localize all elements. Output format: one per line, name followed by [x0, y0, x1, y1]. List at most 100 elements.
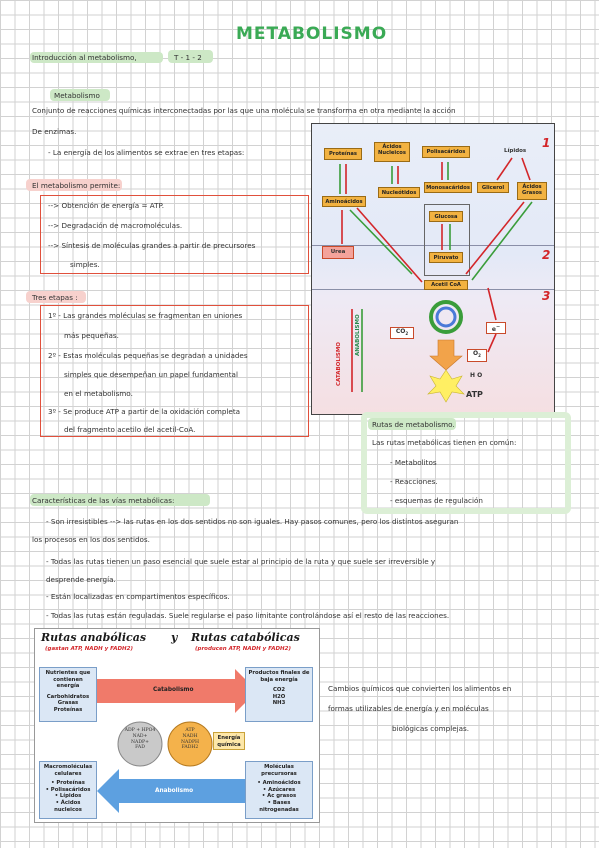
electron-label: e: [491, 326, 496, 333]
rutas-box: [361, 412, 571, 514]
etapa-line-7: del fragmento acetilo del acetil-CoA.: [64, 425, 196, 434]
label-catabolismo-diagram: Catabolismo: [153, 687, 194, 693]
rutas-item-2: - Reacciones.: [390, 477, 438, 486]
etapa-line-2: más pequeñas.: [64, 331, 119, 340]
box-glucosa: Glucosa: [429, 211, 463, 222]
cambios-line-1: Cambios químicos que convierten los alim…: [328, 684, 512, 693]
precursoras-items: • Aminoácidos • Azúcares • Ac grasos • B…: [257, 780, 301, 813]
metabolic-map: 1 2 3 Proteínas Ácidos Nucleicos Polisac…: [311, 123, 555, 415]
metabolismo-heading: Metabolismo: [54, 91, 100, 100]
label-h2o: H O: [470, 372, 483, 379]
intro-highlight: [30, 52, 163, 63]
label-anabolismo-diagram: Anabolismo: [155, 788, 194, 794]
arrow-red: [521, 157, 531, 181]
rutas-item-3: - esquemas de regulación: [390, 496, 483, 505]
diagram-title-left: Rutas anabólicas: [41, 631, 147, 644]
krebs-cycle-outer: [429, 300, 463, 334]
label-atp: ATP: [466, 390, 483, 399]
etapa-line-1: 1º - Las grandes moléculas se fragmentan…: [48, 311, 243, 320]
caracteristica-line-3: - Todas las rutas tienen un paso esencia…: [46, 557, 436, 566]
stage-separator-1: [312, 245, 554, 246]
low-energy-circle: [117, 721, 163, 767]
cambios-line-3: biológicas complejas.: [392, 724, 470, 733]
caracteristica-line-2: los procesos en los dos sentidos.: [32, 535, 150, 544]
box-acidos-nucleicos: Ácidos Nucleicos: [374, 142, 410, 162]
diagram-subtitle-left: (gastan ATP, NADH y FADH2): [45, 646, 133, 652]
anabolismo-arrow: [97, 769, 257, 813]
nutrientes-items: Carbohidratos Grasas Proteínas: [46, 693, 90, 713]
diagram-title-right: Rutas catabólicas: [191, 631, 300, 644]
macro-items: • Proteínas • Polisacáridos • Lípidos • …: [45, 780, 91, 813]
arrow-red: [356, 207, 423, 283]
intro-label: Introducción al metabolismo,: [32, 53, 137, 62]
box-productos: Productos finales de baja energía CO2 H2…: [245, 667, 313, 722]
arrow-red: [487, 287, 497, 321]
energy-line: - La energía de los alimentos se extrae …: [48, 148, 245, 157]
etapas-heading: Tres etapas :: [32, 293, 78, 302]
permite-item-1: --> Obtención de energía = ATP.: [48, 201, 164, 210]
box-urea: Urea: [322, 246, 354, 259]
high-energy-molecules: ATP NADH NADPH FADH2: [180, 728, 200, 751]
permite-box: [40, 195, 309, 274]
etapas-highlight: [26, 291, 86, 303]
glycolysis-frame: [424, 204, 470, 276]
productos-items: CO2 H2O NH3: [272, 687, 286, 707]
metabolismo-highlight: [50, 89, 110, 101]
catabolismo-arrow: [97, 669, 257, 713]
box-o2: O2: [467, 349, 487, 362]
box-acidos-grasos: Ácidos Grasos: [517, 182, 547, 200]
box-energia-quimica: Energía química: [213, 732, 245, 750]
arrow-green: [349, 209, 413, 275]
diagram-title-y: y: [171, 631, 178, 644]
caracteristica-line-5: - Están localizadas en compartimentos es…: [46, 592, 230, 601]
nutrientes-title: Nutrientes que contienen energía: [45, 670, 91, 690]
label-lipidos: Lípidos: [504, 148, 527, 154]
caracteristicas-highlight: [30, 494, 210, 506]
electron-charge: −: [495, 324, 501, 330]
o2-label: O: [473, 350, 479, 357]
low-energy-molecules: ADP + HPO4 NAD+ NADP+ FAD: [124, 728, 156, 751]
caracteristica-line-6: - Todas las rutas están reguladas. Suele…: [46, 611, 450, 620]
arrow-red: [487, 333, 497, 353]
co2-subscript: 2: [405, 331, 409, 337]
caracteristica-line-1: - Son irresistibles --> las rutas en los…: [46, 517, 459, 526]
precursoras-title: Moléculas precursoras: [261, 764, 297, 777]
permite-item-2: --> Degradación de macromoléculas.: [48, 221, 183, 230]
rutas-diagram: Rutas anabólicas y Rutas catabólicas (ga…: [34, 628, 320, 823]
permite-heading: El metabolismo permite:: [32, 181, 121, 190]
etapas-box: [40, 305, 309, 437]
box-electron: e−: [486, 322, 506, 334]
box-proteinas: Proteínas: [324, 148, 362, 160]
chapter-label: T - 1 - 2: [174, 53, 202, 62]
energy-arrow: [429, 339, 463, 371]
etapa-line-5: en el metabolismo.: [64, 389, 133, 398]
box-nutrientes: Nutrientes que contienen energía Carbohi…: [39, 667, 97, 722]
etapa-line-6: 3º - Se produce ATP a partir de la oxida…: [48, 407, 241, 416]
box-monosacaridos: Monosacáridos: [424, 182, 472, 193]
box-polisacaridos: Polisacáridos: [422, 146, 470, 158]
stage-number-3: 3: [542, 289, 551, 303]
pathway-arrows: [339, 157, 533, 403]
arrow-red: [465, 201, 525, 275]
caracteristica-line-4: desprende energía.: [46, 575, 116, 584]
arrow-green: [471, 201, 533, 281]
krebs-cycle-inner: [435, 306, 457, 328]
stage-number-2: 2: [542, 248, 551, 262]
productos-title: Productos finales de baja energía: [248, 670, 310, 683]
o2-subscript: 2: [478, 353, 481, 359]
rutas-intro: Las rutas metabólicas tienen en común:: [372, 438, 517, 447]
box-nucleotidos: Nucleótidos: [378, 187, 420, 198]
rutas-item-1: - Metabolitos: [390, 458, 437, 467]
etapa-line-3: 2º - Estas moléculas pequeñas se degrada…: [48, 351, 248, 360]
box-piruvato: Piruvato: [429, 252, 463, 263]
stage-number-1: 1: [542, 136, 551, 150]
macro-title: Macromoléculas celulares: [43, 764, 93, 777]
permite-highlight: [26, 179, 122, 191]
etapa-line-4: simples que desempeñan un papel fundamen…: [64, 370, 238, 379]
diagram-subtitle-right: (producen ATP, NADH y FADH2): [195, 646, 291, 652]
cambios-line-2: formas utilizables de energía y en moléc…: [328, 704, 489, 713]
box-macromoleculas: Macromoléculas celulares • Proteínas • P…: [39, 761, 97, 819]
definition-line-2: De enzimas.: [32, 127, 77, 136]
co2-label: CO: [395, 328, 406, 335]
box-co2: CO2: [390, 327, 414, 339]
